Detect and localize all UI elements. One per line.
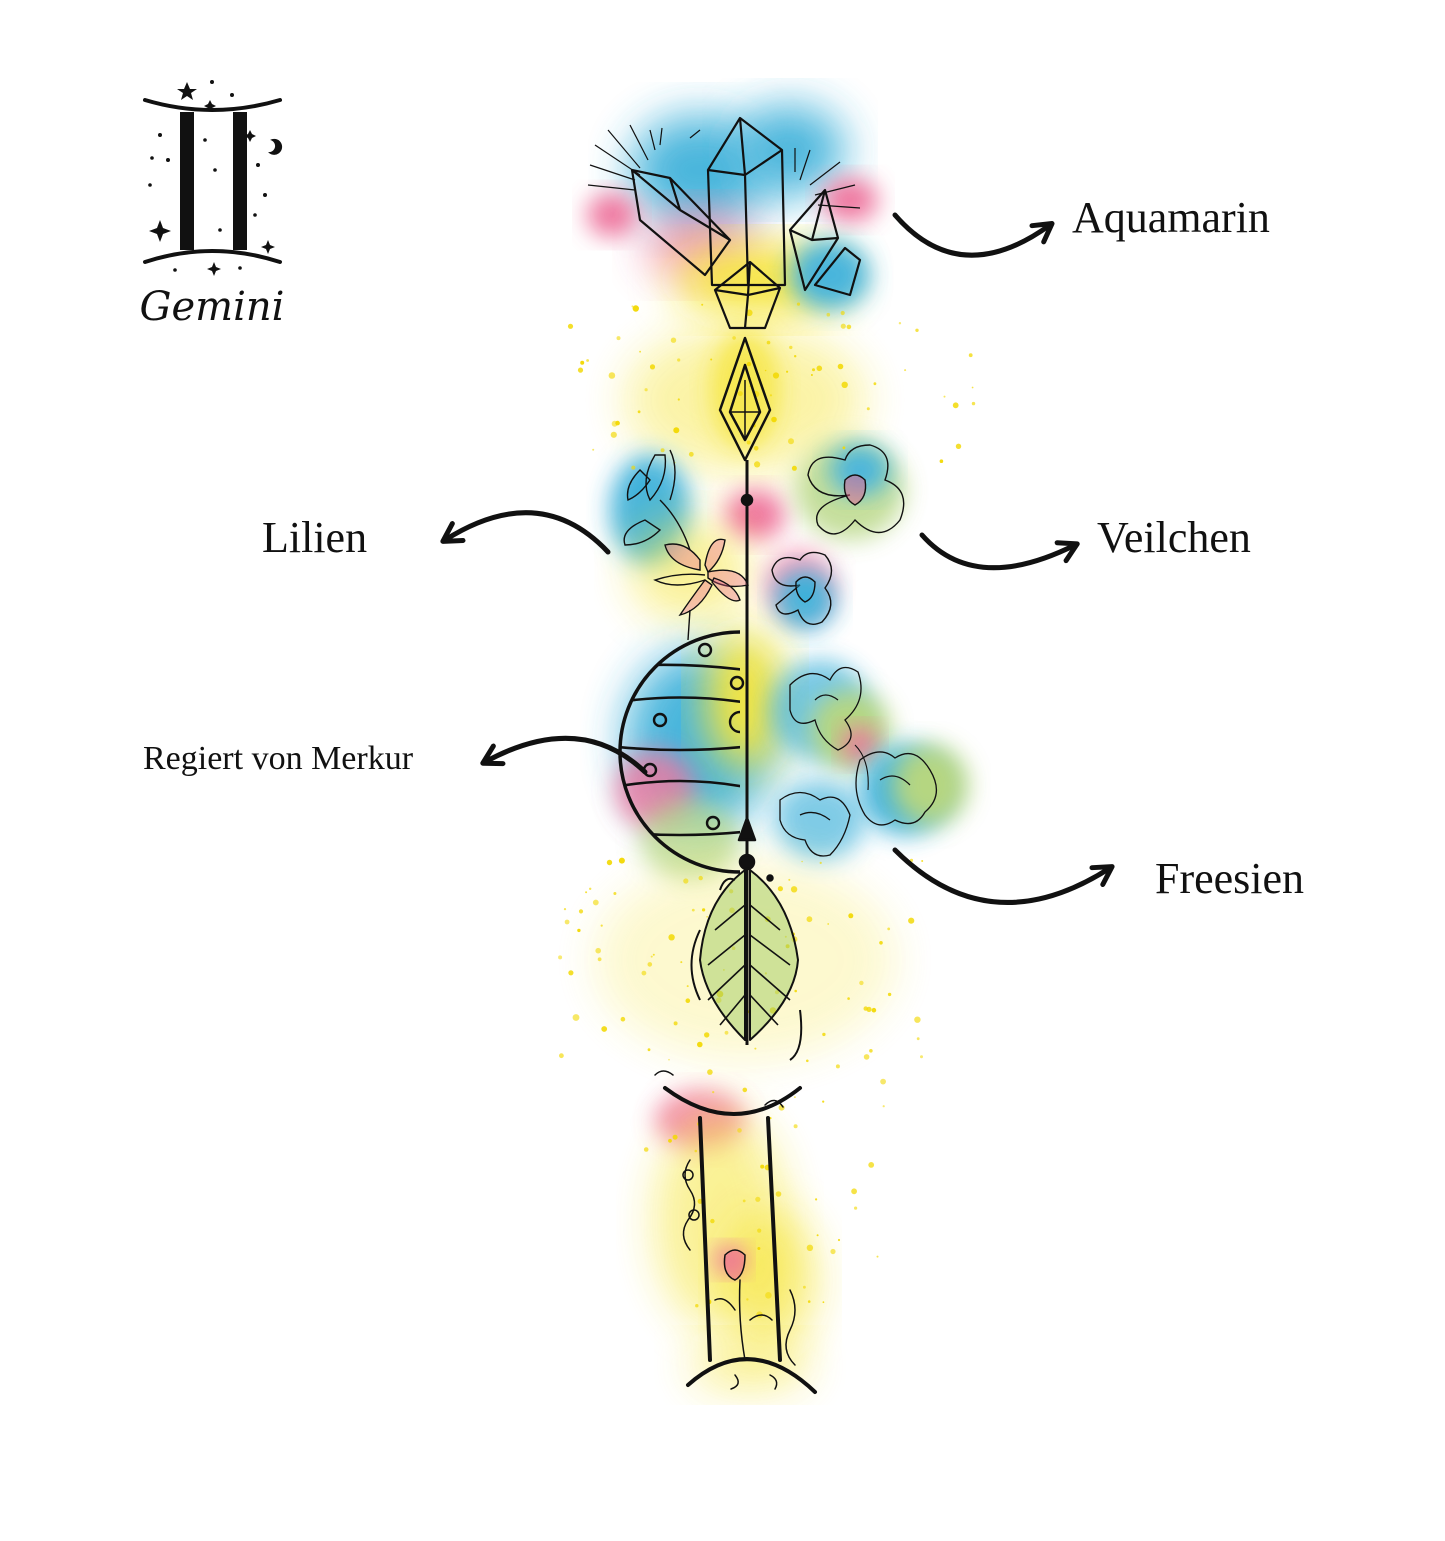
- lily-flower-icon: [623, 449, 749, 641]
- arrow-to-merkur: [480, 735, 648, 775]
- arrow-to-freesien: [892, 847, 1115, 905]
- arrow-to-aquamarin: [892, 212, 1055, 258]
- label-veilchen: Veilchen: [1097, 513, 1251, 562]
- feather-fletching-icon: [690, 869, 803, 1061]
- curved-arrow-icon: [440, 212, 1115, 905]
- arrow-to-veilchen: [919, 532, 1080, 571]
- freesia-flower-icon: [779, 666, 937, 857]
- gemini-zodiac-icon: [143, 80, 283, 276]
- violet-flower-icon: [771, 444, 905, 625]
- paint-splatter: [558, 302, 976, 1318]
- label-merkur: Regiert von Merkur: [143, 740, 414, 777]
- arrow-head-icon: [718, 336, 774, 1045]
- label-aquamarin: Aquamarin: [1072, 193, 1270, 242]
- label-lilien: Lilien: [262, 513, 367, 562]
- label-freesien: Freesien: [1155, 854, 1304, 903]
- gemini-pillars-icon: [654, 1070, 817, 1394]
- crystal-cluster-icon: [587, 116, 862, 330]
- gemini-caption: Gemini: [140, 284, 285, 330]
- planet-mercury-icon: [618, 630, 745, 874]
- arrow-to-lilien: [440, 510, 611, 555]
